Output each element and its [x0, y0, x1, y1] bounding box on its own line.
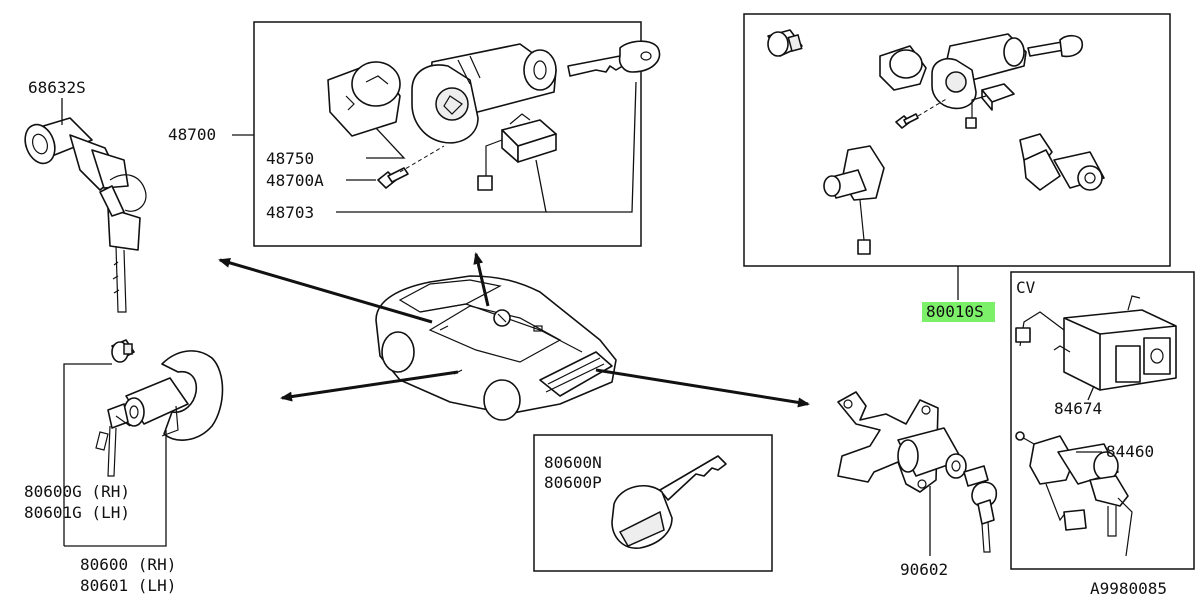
key-assembly-drawing	[24, 117, 147, 313]
label-68632s: 68632S	[28, 78, 86, 97]
label-80600n: 80600N	[544, 453, 602, 472]
label-90602: 90602	[900, 560, 948, 579]
door-lock-cap-drawing	[111, 339, 135, 363]
lockset-housing-drawing	[931, 33, 1027, 110]
ignition-switch-housing-drawing	[411, 43, 557, 144]
leader-key	[546, 81, 637, 213]
ignition-switch-drawing	[477, 113, 557, 191]
car-outline-icon	[375, 275, 617, 421]
key-blank-box	[533, 434, 773, 572]
leader-84674	[1087, 385, 1095, 401]
label-48750: 48750	[266, 149, 314, 168]
lockset-key-drawing	[1027, 34, 1084, 58]
lockset-barrel-drawing	[879, 45, 927, 91]
ignition-box	[253, 21, 642, 247]
lockset-trunk-cylinder-drawing	[1019, 133, 1105, 191]
label-84460: 84460	[1106, 442, 1154, 461]
arrow-to-key-assembly	[218, 258, 433, 324]
leader-48703	[336, 159, 547, 213]
ignition-dash-line	[399, 145, 445, 173]
trunk-cylinder-cv-drawing	[1015, 431, 1133, 557]
label-80600p: 80600P	[544, 473, 602, 492]
lockset-dash-line	[917, 97, 949, 117]
cv-box	[1010, 271, 1195, 570]
label-80601g: 80601G (LH)	[24, 503, 130, 522]
label-48700: 48700	[168, 125, 216, 144]
arrow-to-ignition	[473, 252, 490, 307]
lockset-cap-drawing	[767, 29, 803, 57]
arrow-to-door-lock	[280, 370, 459, 402]
label-48703: 48703	[266, 203, 314, 222]
arrow-to-rear-lock	[595, 368, 810, 408]
key-blank-icon	[611, 455, 727, 549]
label-80010s: 80010S	[926, 302, 984, 321]
lockset-door-cylinder-drawing	[823, 145, 885, 255]
leader-door-cap	[63, 363, 112, 546]
rear-lock-drawing	[837, 391, 998, 553]
label-80600: 80600 (RH)	[80, 555, 176, 574]
ignition-barrel-drawing	[327, 61, 401, 137]
ignition-key-drawing	[567, 40, 661, 77]
figure-code: A9980085	[1090, 579, 1167, 598]
highlight-80010s	[922, 302, 995, 322]
bolt-drawing	[377, 167, 409, 189]
leader-door-assy	[64, 430, 167, 547]
lock-set-box	[743, 13, 1171, 267]
lockset-bolt-drawing	[895, 113, 919, 129]
label-80600g: 80600G (RH)	[24, 482, 130, 501]
label-84674: 84674	[1054, 399, 1102, 418]
lockset-switch-drawing	[965, 83, 1015, 129]
label-48700a: 48700A	[266, 171, 324, 190]
glove-lock-drawing	[1015, 295, 1177, 391]
door-lock-cylinder-drawing	[95, 350, 224, 477]
label-cv: CV	[1016, 278, 1036, 297]
label-80601: 80601 (LH)	[80, 576, 176, 595]
leader-48750	[366, 127, 406, 159]
